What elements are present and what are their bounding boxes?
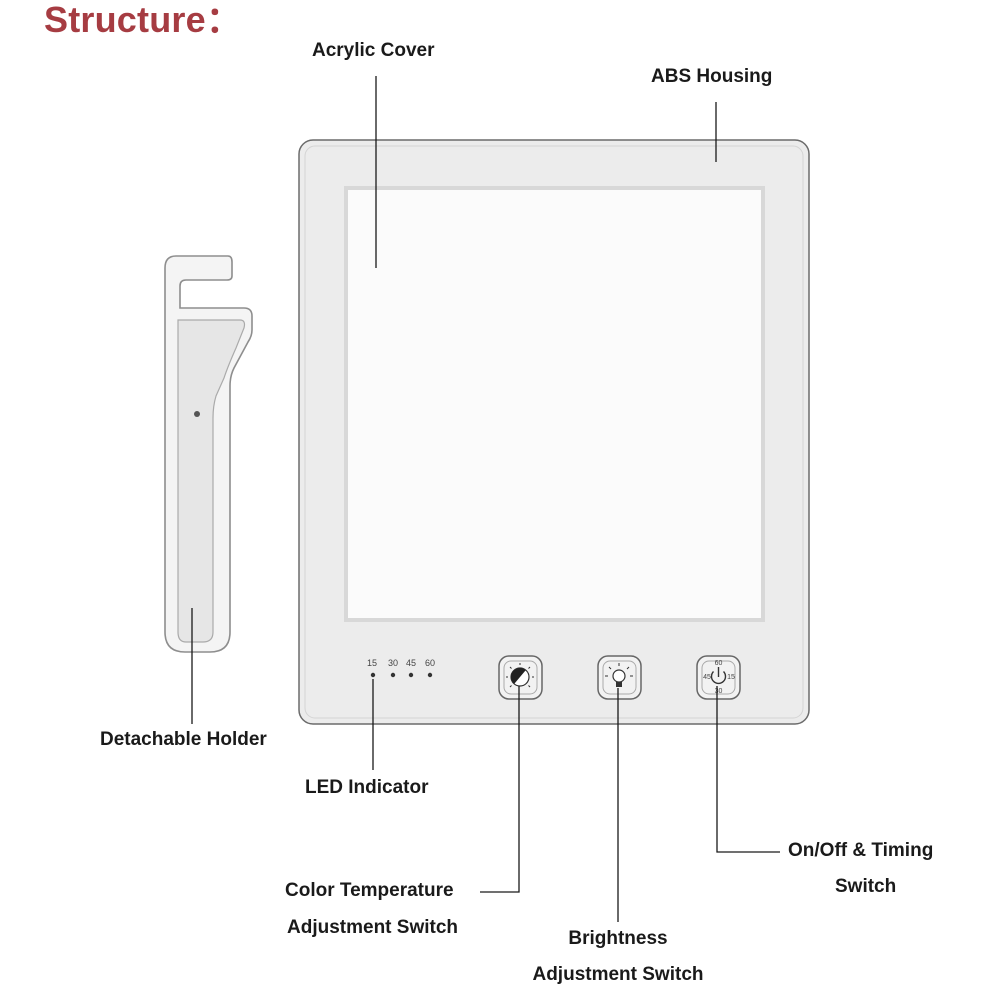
brightness-switch[interactable] — [597, 655, 642, 700]
detachable-holder-shape — [164, 255, 253, 653]
led-value: 30 — [388, 658, 398, 668]
label-color-temperature-line1: Color Temperature — [285, 880, 454, 901]
timer-value: 45 — [703, 674, 711, 681]
label-brightness-line2: Adjustment Switch — [532, 964, 704, 985]
power-icon — [710, 667, 727, 685]
label-abs-housing: ABS Housing — [651, 66, 773, 87]
timer-value: 15 — [727, 674, 735, 681]
leader-on-off-timing — [716, 686, 780, 853]
led-value: 15 — [367, 658, 377, 668]
led-value: 45 — [406, 658, 416, 668]
light-bulb-icon — [612, 669, 626, 687]
led-value: 60 — [425, 658, 435, 668]
label-brightness-line1: Brightness — [568, 928, 668, 949]
label-color-temperature-line2: Adjustment Switch — [287, 917, 459, 938]
timer-value: 30 — [715, 688, 723, 695]
label-on-off-timing-line1: On/Off & Timing — [788, 840, 934, 861]
leader-lines — [191, 76, 780, 922]
label-detachable-holder: Detachable Holder — [100, 729, 267, 750]
acrylic-cover-shape — [344, 186, 765, 622]
label-on-off-timing-line2: Switch — [835, 876, 897, 897]
label-acrylic-cover: Acrylic Cover — [312, 40, 435, 61]
timer-value: 60 — [715, 660, 723, 667]
page-title: Structure： — [44, 0, 243, 40]
on-off-timing-switch[interactable]: 60 45 15 30 — [696, 655, 741, 700]
sun-rays-icon — [506, 663, 534, 688]
led-indicator-shape: 15 30 45 60 — [367, 658, 435, 678]
label-led-indicator: LED Indicator — [305, 777, 429, 798]
leader-color-temperature — [480, 686, 520, 893]
color-temperature-switch[interactable] — [498, 655, 543, 700]
